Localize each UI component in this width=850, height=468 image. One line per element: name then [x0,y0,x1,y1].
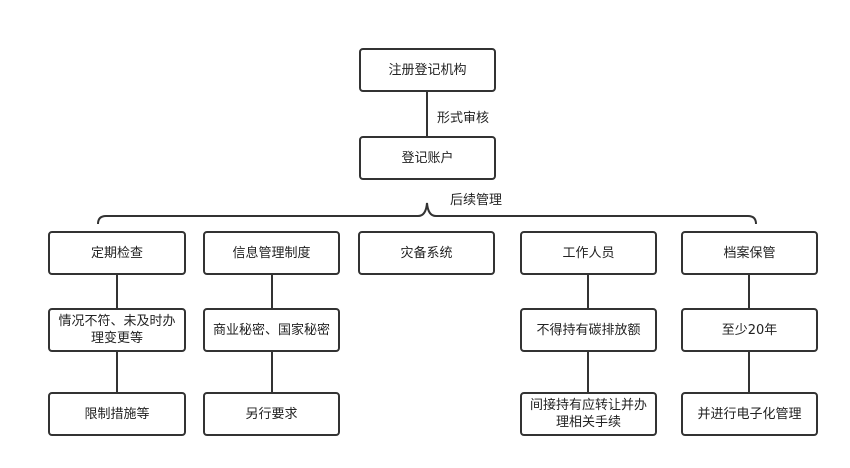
node-info-other: 另行要求 [203,392,340,436]
node-check-restrictions: 限制措施等 [48,392,186,436]
node-registration-account: 登记账户 [359,136,496,180]
node-regular-inspection: 定期检查 [48,231,186,275]
node-check-mismatch: 情况不符、未及时办理变更等 [48,308,186,352]
node-archive-years: 至少20年 [681,308,818,352]
node-staff-no-holding: 不得持有碳排放额 [520,308,657,352]
node-registration-agency: 注册登记机构 [359,48,496,92]
edge-label-followup-management: 后续管理 [450,193,503,208]
node-info-management: 信息管理制度 [203,231,340,275]
followup-brace [97,202,757,225]
node-archive: 档案保管 [681,231,818,275]
edge-label-formal-review: 形式审核 [437,111,490,126]
node-staff: 工作人员 [520,231,657,275]
node-info-secrets: 商业秘密、国家秘密 [203,308,340,352]
node-backup-system: 灾备系统 [358,231,495,275]
node-archive-electronic: 并进行电子化管理 [681,392,818,436]
node-staff-transfer: 间接持有应转让并办理相关手续 [520,392,657,436]
